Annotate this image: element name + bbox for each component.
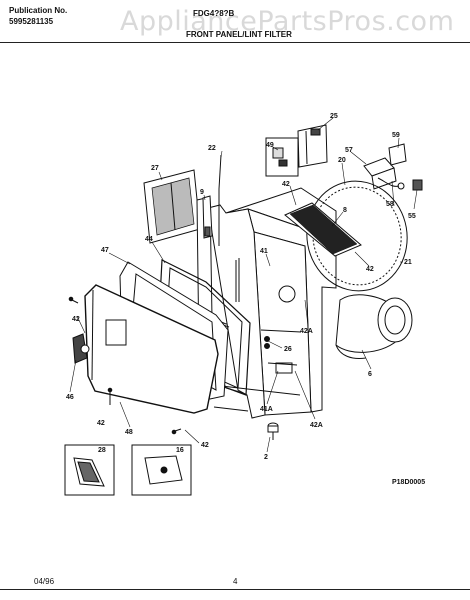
page-number: 4	[233, 577, 238, 586]
drum-seal-ring	[306, 180, 408, 292]
thermostat-assembly	[363, 143, 423, 191]
header-rule	[0, 42, 470, 43]
part-label: 21	[404, 259, 412, 266]
model-number: FDG4?8?B	[193, 9, 235, 18]
part-label: 16	[176, 447, 184, 454]
part-label: 49	[266, 142, 274, 149]
part-label: 8	[343, 207, 347, 214]
part-label: 58	[386, 201, 394, 208]
door-panel	[84, 284, 219, 414]
publication-label: Publication No.	[9, 6, 68, 15]
part-label: 55	[408, 213, 416, 220]
footer-rule	[0, 589, 470, 590]
watermark-text: AppliancePartsPros.com	[120, 6, 455, 37]
part-label: 42A	[300, 328, 313, 335]
part-label: 2	[264, 454, 268, 461]
diagram-code: P18D0005	[392, 479, 425, 486]
part-label: 22	[208, 145, 216, 152]
publication-number: 5995281135	[9, 17, 54, 26]
section-title: FRONT PANEL/LINT FILTER	[186, 30, 292, 39]
part-label: 57	[345, 147, 353, 154]
lint-filter-screen	[143, 169, 201, 244]
part-label: 42A	[310, 422, 323, 429]
part-label: 41	[260, 248, 268, 255]
front-panel-frame	[196, 187, 337, 419]
part-label: 59	[392, 132, 400, 139]
part-label: 48	[125, 429, 133, 436]
screw-set	[68, 296, 270, 435]
door-handle	[72, 333, 90, 364]
leader-lines	[69, 117, 418, 453]
leveling-leg	[267, 422, 279, 440]
part-label: 42	[366, 266, 374, 273]
part-label: 42	[201, 442, 209, 449]
part-label: 9	[200, 189, 204, 196]
part-label: 42	[97, 420, 105, 427]
part-label: 28	[98, 447, 106, 454]
part-label: 25	[330, 113, 338, 120]
part-label: 20	[338, 157, 346, 164]
footer-date: 04/96	[34, 577, 55, 586]
part-label: 47	[101, 247, 109, 254]
part-label: 44	[145, 236, 153, 243]
lint-duct	[284, 202, 362, 257]
part-label: 26	[284, 346, 292, 353]
part-22-rod	[218, 154, 222, 246]
door-switch	[297, 124, 328, 168]
switch-box	[265, 137, 299, 177]
part-9-bracket	[202, 195, 213, 239]
part-label: 42	[282, 181, 290, 188]
part-label: 46	[66, 394, 74, 401]
part-label: 6	[368, 371, 372, 378]
part-label: 27	[151, 165, 159, 172]
part-label: 41A	[260, 406, 273, 413]
part-label: 42	[72, 316, 80, 323]
exhaust-duct	[335, 294, 413, 359]
